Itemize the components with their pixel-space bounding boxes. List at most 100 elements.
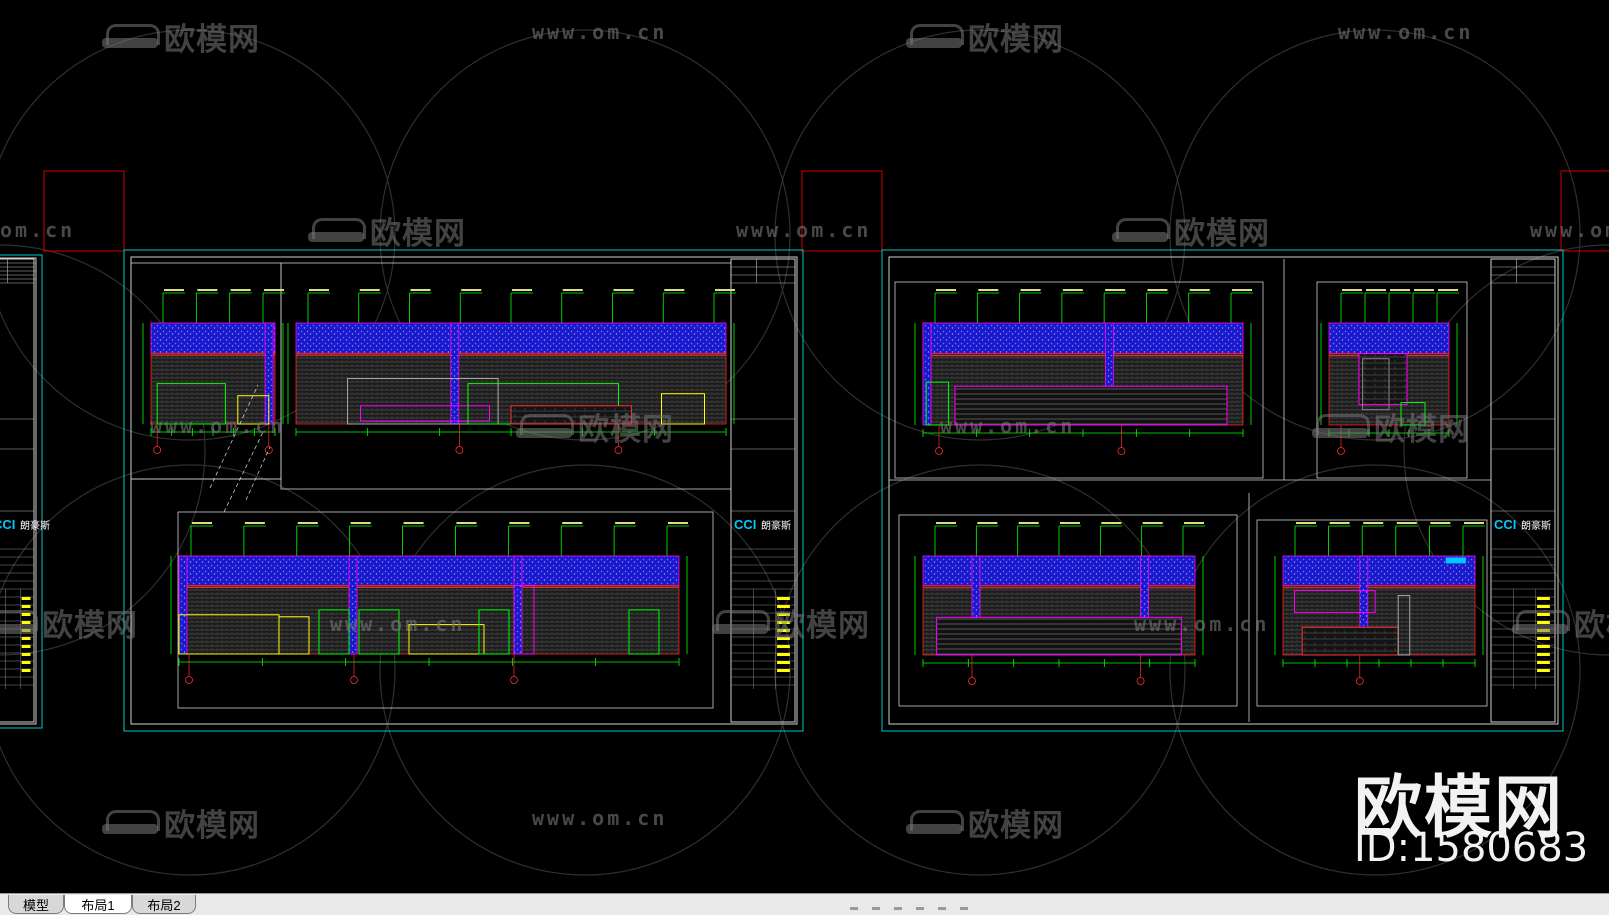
watermark-circle <box>379 29 791 441</box>
column-section <box>450 322 460 425</box>
sofa-logo-icon <box>712 608 770 638</box>
axis-bubble <box>1355 677 1364 685</box>
viewport-marker <box>801 170 883 252</box>
title-block-mark <box>777 645 790 648</box>
axis-bubble <box>153 446 162 454</box>
watermark-brand: 欧模网 <box>906 800 1064 845</box>
axis-bubble <box>935 447 943 455</box>
tab-model[interactable]: 模型 <box>8 895 64 914</box>
annotation-text <box>1329 522 1350 524</box>
title-block-mark <box>21 645 31 648</box>
watermark-circle <box>1403 244 1609 656</box>
viewport-marker <box>1560 170 1609 252</box>
annotation-text <box>664 289 685 291</box>
annotation-text <box>244 522 265 524</box>
column-section <box>922 322 932 426</box>
watermark-circle <box>774 464 1186 876</box>
title-block-mark <box>777 605 790 608</box>
viewport-marker <box>43 170 125 252</box>
annotation-text <box>668 522 688 524</box>
sofa-logo-icon <box>906 22 964 52</box>
ceiling-band <box>922 322 1244 355</box>
annotation-text <box>192 522 212 524</box>
axis-bubble <box>264 446 273 454</box>
watermark-circle <box>1169 464 1581 876</box>
watermark-brand: 欧模网 <box>0 600 138 645</box>
annotation-text <box>1296 522 1316 524</box>
wall-elevation <box>150 352 276 425</box>
title-block-mark <box>777 653 790 656</box>
annotation-text <box>1020 289 1041 291</box>
section-line <box>209 384 259 489</box>
column-section <box>178 555 188 655</box>
elevation-feature <box>318 609 350 655</box>
tab-layout-1[interactable]: 布局1 <box>64 895 132 914</box>
title-block-mark <box>777 613 790 616</box>
title-block-mark <box>1537 605 1550 608</box>
watermark-brand: 欧模网 <box>102 14 260 59</box>
annotation-text <box>264 289 284 291</box>
title-block-mark <box>21 597 31 600</box>
title-block-mark <box>1537 653 1550 656</box>
watermark-brand: 欧模网 <box>906 14 1064 59</box>
column-section <box>513 555 523 655</box>
annotation-text <box>197 289 218 291</box>
title-block-mark <box>21 661 31 664</box>
axis-bubble <box>455 446 464 454</box>
tab-layout-2[interactable]: 布局2 <box>132 895 196 914</box>
title-block-mark <box>1537 621 1550 624</box>
title-block-mark <box>1537 661 1550 664</box>
elevation-feature <box>1445 557 1466 564</box>
annotation-text <box>403 522 424 524</box>
watermark-circle <box>0 244 206 656</box>
watermark-url: www.om.cn <box>330 612 466 636</box>
elevation-feature <box>1294 590 1376 613</box>
annotation-text <box>936 522 956 524</box>
annotation-text <box>715 289 735 291</box>
annotation-text <box>1189 289 1210 291</box>
annotation-text <box>1018 522 1039 524</box>
elevation-feature <box>408 624 485 655</box>
elevation-feature <box>628 609 660 655</box>
title-block-mark <box>1537 597 1550 600</box>
title-block-logo: CCI <box>0 517 15 532</box>
sofa-logo-icon <box>308 216 366 246</box>
title-block-brand: 朗豪斯 <box>20 519 50 532</box>
axis-bubble <box>1136 677 1145 685</box>
sheet-border <box>0 257 37 725</box>
axis-bubble <box>1117 447 1126 455</box>
wall-elevation <box>178 585 680 655</box>
model-id-label: ID:1580683 <box>1354 825 1589 871</box>
column-section <box>348 555 358 655</box>
layout-tab-bar: 模型 布局1 布局2 <box>0 893 1609 915</box>
annotation-text <box>230 289 251 291</box>
annotation-text <box>1414 289 1434 291</box>
annotation-text <box>562 289 583 291</box>
annotation-text <box>1105 289 1126 291</box>
watermark-url: www.om.cn <box>532 20 668 44</box>
sofa-logo-icon <box>1312 412 1370 442</box>
watermark-url: www.om.cn <box>150 414 286 438</box>
title-block-mark <box>777 669 790 672</box>
elevation-feature <box>1358 353 1408 406</box>
title-block <box>730 258 796 723</box>
annotation-text <box>456 522 477 524</box>
viewport-frame <box>123 249 804 732</box>
cad-drawing-canvas[interactable]: CCI朗豪斯CCI朗豪斯CCI朗豪斯 欧模网 www.om.cn 欧模网 www… <box>0 0 1609 893</box>
annotation-text <box>936 289 956 291</box>
watermark-circle <box>1169 29 1581 441</box>
ceiling-band <box>1328 322 1450 355</box>
site-logo: 欧模网 <box>1354 769 1565 848</box>
watermark-circle <box>0 464 396 876</box>
watermark-brand: 欧模网 <box>516 404 674 449</box>
axis-bubble <box>968 677 976 685</box>
annotation-text <box>977 522 998 524</box>
command-line-indicator <box>850 900 1090 911</box>
watermark-brand: 欧模网 <box>1112 208 1270 253</box>
annotation-text <box>1342 289 1362 291</box>
annotation-text <box>1390 289 1410 291</box>
section-line <box>223 429 265 513</box>
axis-bubble <box>185 676 193 684</box>
watermark-circle <box>0 29 396 441</box>
annotation-text <box>1366 289 1386 291</box>
